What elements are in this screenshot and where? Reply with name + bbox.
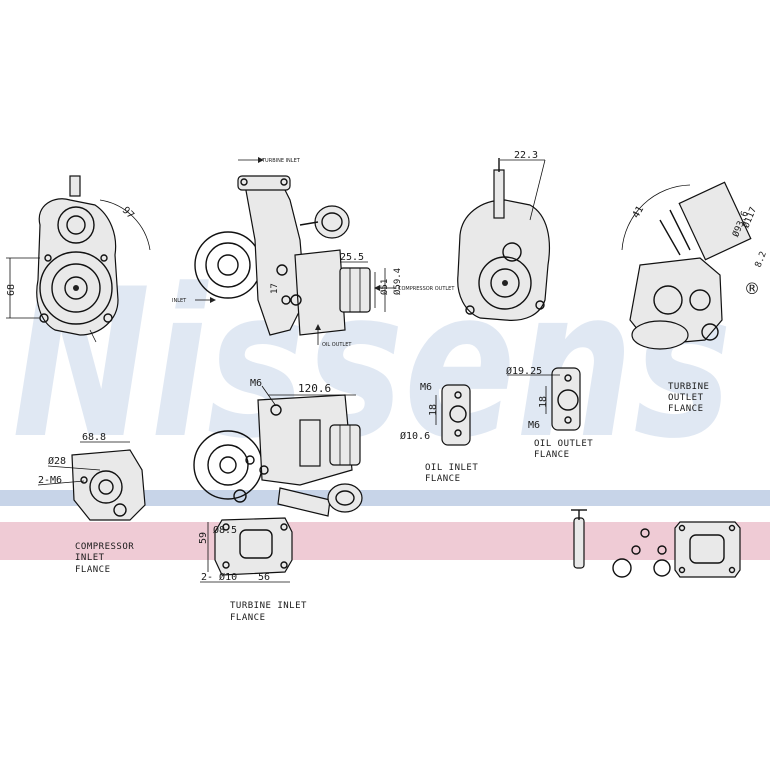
label-oil-inlet-1: OIL INLET	[425, 463, 478, 473]
turbo-view-main: 120.6 M6	[193, 378, 363, 517]
label-air-intake: TURBINE INLET	[261, 158, 301, 164]
dim-17: 17	[270, 283, 280, 294]
pink-band	[0, 522, 770, 560]
dim-68-8: 68.8	[82, 432, 106, 443]
dim-d8-5: Ø8.5	[213, 524, 237, 536]
turbo-view-rear: 22.3	[457, 150, 551, 321]
label-turbine-outlet-3: FLANCE	[668, 404, 704, 414]
label-oil-outlet-2: FLANCE	[534, 450, 570, 460]
dim-d51: Ø51	[379, 279, 390, 295]
turbine-inlet-flange: 59 Ø8.5 2- Ø10 56 TURBINE INLET FLANCE	[198, 517, 307, 623]
oil-outlet-flange: Ø19.25 18 M6 OIL OUTLET FLANCE	[506, 365, 593, 460]
turbo-view-outlet: 41 Ø117 Ø93.6 8.2 TURBINE OUTLET FLANCE	[621, 181, 769, 414]
dim-m6-top: M6	[250, 378, 262, 389]
dim-120-6: 120.6	[298, 382, 331, 395]
label-inlet-small: INLET	[172, 298, 187, 304]
watermark-logo: Nissens	[12, 246, 732, 484]
dim-oil-out-18: 18	[538, 396, 549, 408]
dim-25-5: 25.5	[340, 252, 364, 263]
dim-41: 41	[631, 204, 647, 220]
label-turbine-inlet-1: TURBINE INLET	[230, 601, 307, 611]
registered-mark: ®	[744, 279, 760, 298]
label-compressor-inlet-1: COMPRESSOR	[75, 542, 134, 552]
dim-oil-out-m6: M6	[528, 420, 540, 431]
oil-inlet-flange: M6 18 Ø10.6 OIL INLET FLANCE	[400, 382, 478, 484]
label-compressor-inlet-3: FLANCE	[75, 565, 111, 575]
dim-oil-in-m6: M6	[420, 382, 432, 393]
dim-68: 68	[6, 284, 17, 296]
turbo-view-side: COMPRESSOR OUTLET TURBINE INLET INLET OI…	[172, 157, 455, 348]
label-turbine-inlet-2: FLANCE	[230, 613, 266, 623]
label-turbine-outlet-2: OUTLET	[668, 393, 704, 403]
dim-59: 59	[198, 532, 209, 544]
label-oil-inlet-2: FLANCE	[425, 474, 461, 484]
compressor-inlet-flange: 68.8 Ø28 2-M6 COMPRESSOR INLET FLANCE	[37, 432, 146, 575]
dim-d10-6: Ø10.6	[400, 430, 430, 442]
dim-8-2: 8.2	[754, 250, 769, 269]
label-turbine-outlet-1: TURBINE	[668, 382, 709, 392]
dim-oil-in-18: 18	[428, 404, 439, 416]
blue-band	[0, 490, 770, 506]
dim-2-m6: 2-M6	[38, 475, 62, 486]
label-oil-outlet-small: OIL OUTLET	[322, 342, 352, 348]
label-compressor-outlet: COMPRESSOR OUTLET	[398, 286, 455, 292]
dim-d19-25: Ø19.25	[506, 365, 542, 377]
dim-56: 56	[258, 572, 270, 583]
dim-d28: Ø28	[48, 455, 66, 467]
dim-2-d10: 2- Ø10	[201, 571, 237, 583]
label-oil-outlet-1: OIL OUTLET	[534, 439, 593, 449]
gasket-kit	[571, 509, 741, 578]
dim-97: 97	[120, 205, 136, 221]
dim-22-3: 22.3	[514, 150, 538, 161]
label-compressor-inlet-2: INLET	[75, 553, 105, 563]
dim-d59-4: Ø59.4	[392, 268, 403, 295]
